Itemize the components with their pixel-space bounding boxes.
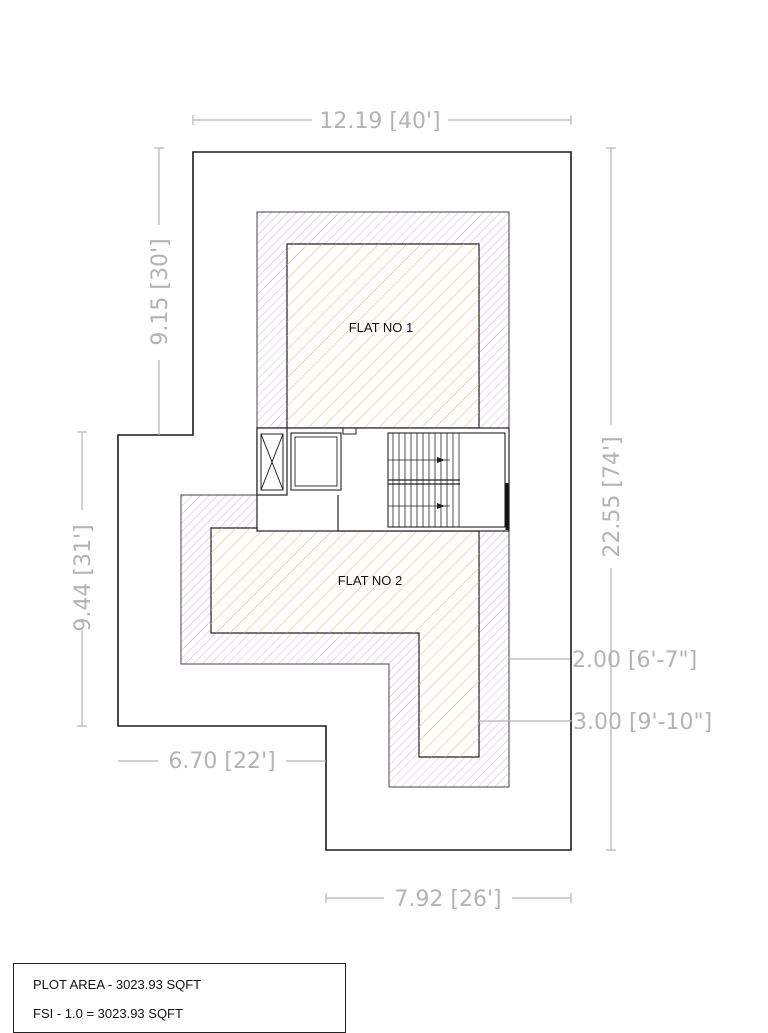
dim-left-lower: 9.44 [31'] [71,524,96,631]
dim-left-upper: 9.15 [30'] [148,238,173,345]
plot-area-text: PLOT AREA - 3023.93 SQFT [33,977,202,992]
flat1-label: FLAT NO 1 [349,320,414,335]
flat2-label: FLAT NO 2 [338,573,403,588]
dimension-lines [77,115,616,903]
dim-right-height: 22.55 [74'] [600,436,625,557]
fsi-text: FSI - 1.0 = 3023.93 SQFT [33,1006,183,1021]
plot-boundary [117,151,572,851]
lobby [290,432,342,491]
dim-setback-rear: 3.00 [9'-10"] [573,710,712,735]
service-core [256,427,510,532]
dim-top-width: 12.19 [40'] [319,109,440,134]
dim-bottom-width: 7.92 [26'] [394,887,501,912]
area-info-box: PLOT AREA - 3023.93 SQFT FSI - 1.0 = 302… [13,963,346,1033]
dim-step-width: 6.70 [22'] [168,749,275,774]
dim-setback-side: 2.00 [6'-7"] [572,648,697,673]
